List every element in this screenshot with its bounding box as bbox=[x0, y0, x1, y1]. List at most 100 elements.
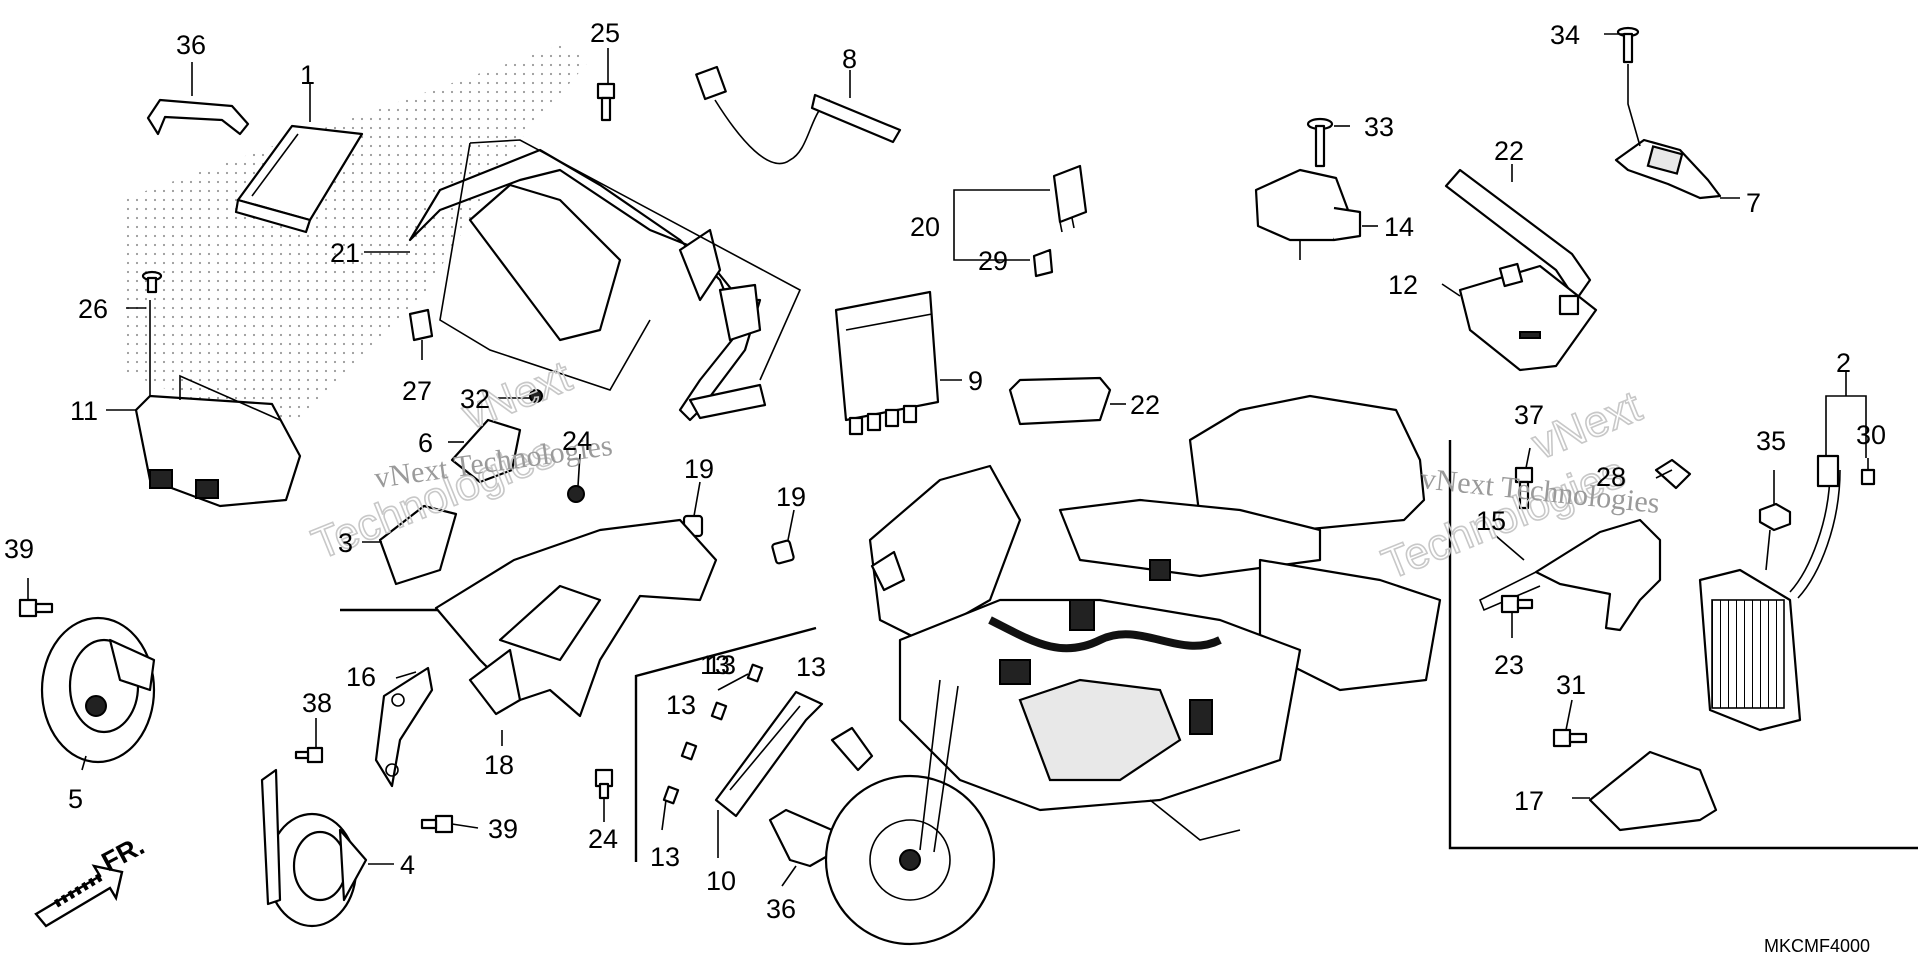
diagram-reference-code: MKCMF4000 bbox=[1764, 936, 1870, 956]
callout-label: 23 bbox=[1494, 650, 1524, 680]
callout-label: 19 bbox=[684, 454, 714, 484]
callout-label: 13 bbox=[796, 652, 826, 682]
part-27-clip bbox=[408, 308, 434, 342]
part-39-bolt-upper bbox=[18, 598, 54, 618]
part-13-clips bbox=[662, 663, 764, 805]
callout-label: 5 bbox=[68, 784, 83, 814]
part-2-regulator bbox=[1698, 454, 1841, 732]
callout-label: 35 bbox=[1756, 426, 1786, 456]
callout-label: 8 bbox=[842, 44, 857, 74]
callout-labels: 36 1 25 8 34 33 22 7 14 20 29 21 26 27 9… bbox=[4, 18, 1886, 924]
callout-label: 28 bbox=[1596, 462, 1626, 492]
part-35-nut bbox=[1758, 502, 1792, 532]
part-14-sensor bbox=[1254, 168, 1362, 260]
callout-label: 36 bbox=[766, 894, 796, 924]
part-10-box bbox=[714, 690, 824, 818]
callout-label: 36 bbox=[176, 30, 206, 60]
callout-label: 27 bbox=[402, 376, 432, 406]
callout-label: 10 bbox=[706, 866, 736, 896]
callout-label: 20 bbox=[910, 212, 940, 242]
callout-label: 3 bbox=[338, 528, 353, 558]
part-23-bolt bbox=[1500, 594, 1534, 614]
part-25-bolt bbox=[596, 82, 616, 122]
callout-label: 37 bbox=[1514, 400, 1544, 430]
callout-label: 11 bbox=[70, 396, 98, 426]
callout-label: 31 bbox=[1556, 670, 1586, 700]
part-33-screw bbox=[1306, 117, 1334, 168]
part-22-rubber-right bbox=[1444, 168, 1592, 302]
callout-label: 33 bbox=[1364, 112, 1394, 142]
callout-label: 13 bbox=[706, 650, 736, 680]
part-5-horn bbox=[40, 616, 156, 764]
callout-label: 32 bbox=[460, 384, 490, 414]
part-9-ecu bbox=[834, 290, 940, 436]
callout-label: 30 bbox=[1856, 420, 1886, 450]
part-21-stay bbox=[408, 139, 802, 422]
part-36-bracket-lower bbox=[768, 726, 874, 868]
callout-label: 22 bbox=[1494, 136, 1524, 166]
part-30-clip bbox=[1860, 468, 1876, 486]
callout-label: 16 bbox=[346, 662, 376, 692]
callout-label: 25 bbox=[590, 18, 620, 48]
part-11-module bbox=[134, 300, 302, 508]
part-20-relay bbox=[1052, 164, 1088, 233]
callout-label: 39 bbox=[488, 814, 518, 844]
callout-label: 9 bbox=[968, 366, 983, 396]
part-22-rubber-center bbox=[1008, 376, 1112, 426]
part-24-grommet-upper bbox=[567, 485, 585, 503]
part-8-wire bbox=[695, 65, 902, 165]
callout-label: 24 bbox=[562, 426, 592, 456]
callout-label: 12 bbox=[1388, 270, 1418, 300]
motorcycle-outline bbox=[824, 394, 1442, 946]
part-16-stay bbox=[374, 666, 434, 788]
front-direction-arrow: FR. bbox=[34, 830, 149, 928]
callout-label: 13 bbox=[700, 650, 730, 680]
part-29-clip bbox=[1032, 248, 1054, 278]
part-18-bracket bbox=[434, 518, 718, 718]
callout-label: 21 bbox=[330, 238, 360, 268]
callout-label: 39 bbox=[4, 534, 34, 564]
callout-label: 26 bbox=[78, 294, 108, 324]
callout-label: 1 bbox=[300, 60, 315, 90]
part-31-bolt bbox=[1552, 728, 1588, 748]
part-3-module bbox=[378, 504, 458, 586]
part-36-bracket-top bbox=[146, 98, 250, 136]
part-32-grommet bbox=[529, 389, 543, 403]
part-4-horn bbox=[260, 768, 368, 928]
callout-label: 13 bbox=[650, 842, 680, 872]
part-12-module bbox=[1458, 262, 1598, 372]
right-group-frame bbox=[1448, 440, 1918, 850]
part-34-screw bbox=[1616, 26, 1640, 64]
callout-label: 7 bbox=[1746, 188, 1761, 218]
part-39-bolt-lower bbox=[420, 814, 454, 834]
callout-label: 18 bbox=[484, 750, 514, 780]
callout-label: 4 bbox=[400, 850, 415, 880]
part-38-bolt bbox=[294, 746, 324, 764]
part-17-cover bbox=[1588, 750, 1718, 832]
callout-label: 15 bbox=[1476, 506, 1506, 536]
part-6-relay bbox=[450, 418, 522, 484]
part-19-clip-b bbox=[771, 539, 795, 565]
callout-label: 17 bbox=[1514, 786, 1544, 816]
callout-label: 22 bbox=[1130, 390, 1160, 420]
part-37-bolt bbox=[1514, 466, 1534, 510]
callout-label: 6 bbox=[418, 428, 433, 458]
callout-label: 19 bbox=[776, 482, 806, 512]
callout-label: 38 bbox=[302, 688, 332, 718]
part-26-screw bbox=[141, 270, 163, 294]
callout-label: 2 bbox=[1836, 348, 1851, 378]
dotted-backdrop bbox=[120, 45, 590, 420]
part-1-module bbox=[234, 124, 364, 234]
center-group-frame bbox=[634, 626, 817, 862]
leader-lines bbox=[27, 33, 1869, 887]
part-24-bolt-lower bbox=[594, 768, 614, 800]
part-28-clip bbox=[1654, 458, 1692, 490]
part-7-bracket bbox=[1614, 138, 1722, 200]
callout-label: 14 bbox=[1384, 212, 1414, 242]
callout-label: 34 bbox=[1550, 20, 1580, 50]
callout-label: 13 bbox=[666, 690, 696, 720]
callout-label: 29 bbox=[978, 246, 1008, 276]
callout-label: 24 bbox=[588, 824, 618, 854]
